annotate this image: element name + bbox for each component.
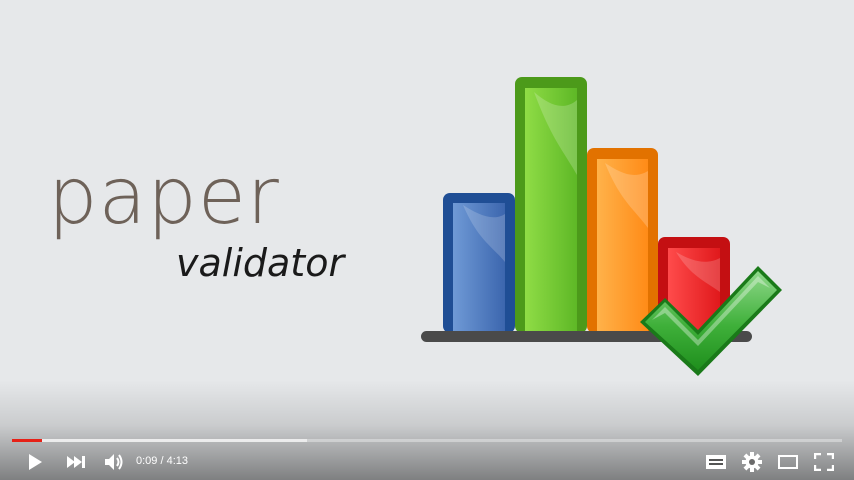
theater-icon [778, 455, 798, 469]
gear-icon [742, 452, 762, 472]
time-display: 0:09 / 4:13 [136, 455, 188, 467]
chart-bar-orange [587, 148, 658, 333]
volume-icon [105, 454, 123, 470]
captions-icon [706, 455, 726, 469]
progress-buffered [12, 439, 307, 442]
player-controls: 0:09 / 4:13 [0, 447, 854, 477]
captions-button[interactable] [702, 447, 730, 477]
logo-paper-text: paper [48, 152, 280, 242]
fullscreen-button[interactable] [810, 447, 838, 477]
play-icon [29, 454, 42, 470]
time-duration: 4:13 [166, 455, 189, 467]
chart-bar-blue [443, 193, 515, 333]
next-button[interactable] [60, 447, 92, 477]
time-current: 0:09 [136, 455, 158, 467]
progress-bar[interactable] [12, 439, 842, 442]
volume-button[interactable] [100, 447, 128, 477]
theater-mode-button[interactable] [774, 447, 802, 477]
checkmark-icon [640, 266, 782, 376]
settings-button[interactable] [738, 447, 766, 477]
time-separator: / [160, 455, 164, 467]
chart-bar-green [515, 77, 587, 333]
progress-played [12, 439, 42, 442]
fullscreen-icon [814, 453, 834, 471]
play-button[interactable] [20, 447, 50, 477]
logo-validator-text: validator [176, 241, 345, 285]
next-icon [67, 456, 85, 468]
